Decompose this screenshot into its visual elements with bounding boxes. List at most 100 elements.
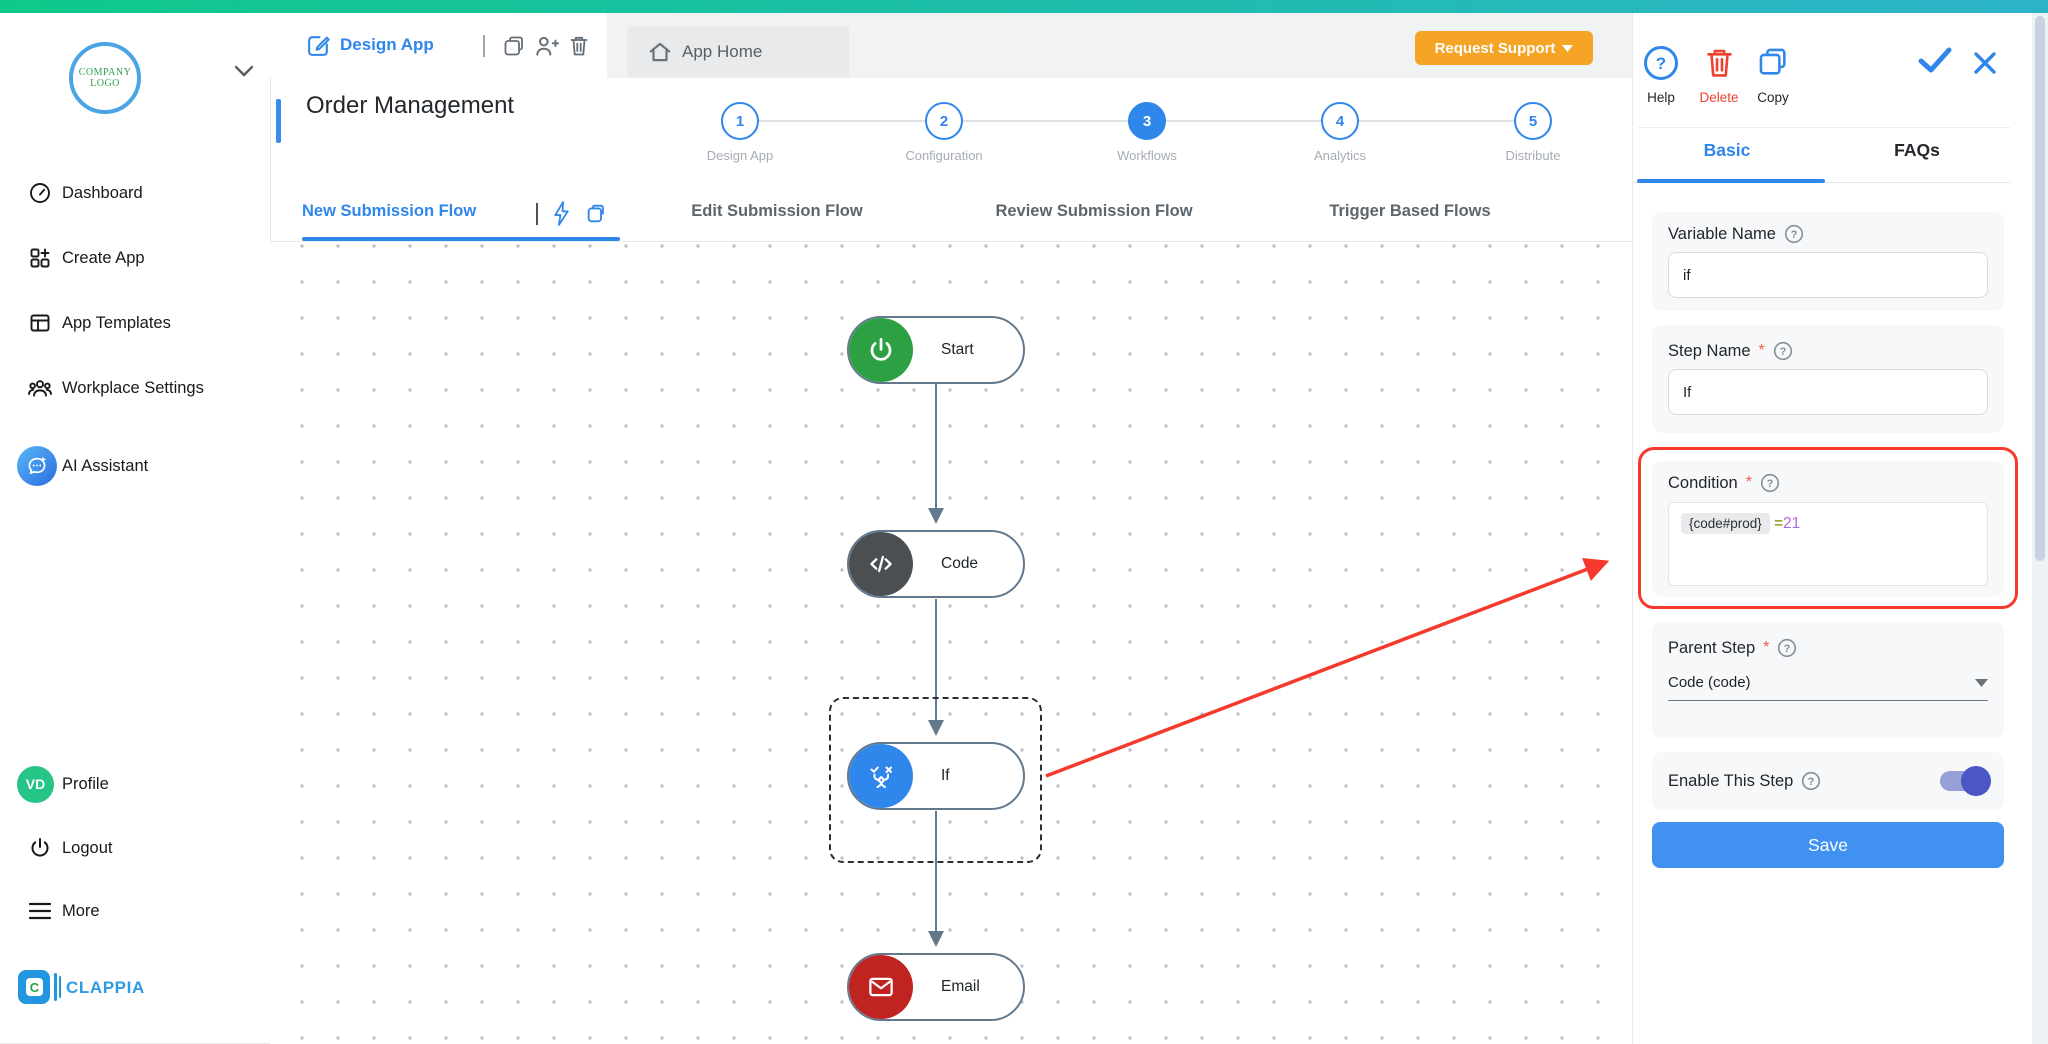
tab-new-submission-flow[interactable]: New Submission Flow: [302, 202, 477, 220]
field-help-icon[interactable]: ?: [1801, 771, 1821, 791]
tab-faqs[interactable]: FAQs: [1894, 140, 1940, 160]
lightning-icon[interactable]: [552, 201, 571, 226]
step-number: 5: [1528, 112, 1538, 130]
field-help-icon[interactable]: ?: [1773, 341, 1793, 361]
field-help-icon[interactable]: ?: [1760, 473, 1780, 493]
tab-trigger-based-flows[interactable]: Trigger Based Flows: [1329, 202, 1491, 220]
confirm-check-icon[interactable]: [1918, 46, 1952, 74]
node-label: If: [941, 767, 950, 784]
request-support-label: Request Support: [1434, 39, 1556, 57]
tab-review-submission-flow[interactable]: Review Submission Flow: [995, 202, 1193, 220]
step-label: Configuration: [905, 148, 983, 163]
stepper-step-5[interactable]: 5: [1514, 102, 1552, 140]
delete-step-icon[interactable]: [1702, 45, 1737, 81]
node-label: Email: [941, 978, 980, 995]
variable-name-input[interactable]: [1668, 252, 1988, 298]
node-email[interactable]: Email: [847, 953, 1025, 1021]
help-label: Help: [1647, 90, 1675, 105]
variable-name-card: Variable Name ?: [1652, 212, 2004, 311]
node-selection-box: [829, 697, 1042, 863]
node-start[interactable]: Start: [847, 316, 1025, 384]
condition-card: Condition * ? {code#prod} =21: [1652, 461, 2004, 597]
enable-step-toggle[interactable]: [1940, 766, 1991, 796]
delete-label: Delete: [1699, 90, 1739, 105]
parent-step-label: Parent Step: [1668, 638, 1756, 657]
avatar-initials: VD: [25, 776, 46, 792]
sidebar-item-more[interactable]: More: [0, 889, 270, 933]
sidebar-item-label: Logout: [62, 838, 113, 857]
branch-condition-icon: [849, 744, 913, 808]
envelope-icon: [849, 955, 913, 1019]
required-asterisk: *: [1763, 639, 1770, 656]
flow-tabs-bottom-border: [270, 241, 1632, 242]
flow-tab-divider: [536, 203, 538, 225]
step-name-input[interactable]: [1668, 369, 1988, 415]
parent-step-select[interactable]: Code (code): [1668, 674, 1988, 701]
help-icon[interactable]: ?: [1642, 44, 1680, 82]
field-help-icon[interactable]: ?: [1784, 224, 1804, 244]
field-help-icon[interactable]: ?: [1777, 638, 1797, 658]
sidebar-item-dashboard[interactable]: Dashboard: [0, 171, 270, 215]
design-app-label[interactable]: Design App: [340, 35, 434, 54]
workplace-settings-icon: [27, 375, 53, 401]
operator-token: =: [1774, 515, 1784, 532]
copy-step-icon[interactable]: [1756, 45, 1790, 79]
required-asterisk: *: [1745, 474, 1752, 491]
condition-expression-editor[interactable]: {code#prod} =21: [1668, 502, 1988, 586]
sidebar-item-profile[interactable]: VD Profile: [0, 758, 270, 810]
node-code[interactable]: Code: [847, 530, 1025, 598]
variable-name-label: Variable Name: [1668, 224, 1776, 243]
copy-flow-icon[interactable]: [585, 202, 607, 225]
toggle-thumb: [1961, 766, 1991, 796]
select-caret-icon: [1975, 678, 1988, 687]
step-name-card: Step Name * ?: [1652, 325, 2004, 433]
app-home-tab[interactable]: [627, 26, 849, 78]
step-number: 2: [939, 112, 949, 130]
clappia-brand[interactable]: C CLAPPIA: [0, 970, 270, 1010]
panel-header-divider: [1638, 127, 2010, 128]
sidebar-item-label: Create App: [62, 248, 145, 267]
stepper-step-4[interactable]: 4: [1321, 102, 1359, 140]
tab-basic[interactable]: Basic: [1703, 140, 1751, 160]
node-if[interactable]: If: [847, 742, 1025, 810]
close-icon[interactable]: [1972, 50, 1998, 76]
create-app-icon: [27, 245, 53, 271]
app-templates-icon: [27, 310, 53, 336]
save-button[interactable]: Save: [1652, 822, 2004, 868]
chevron-down-icon[interactable]: [234, 65, 254, 78]
stepper-step-2[interactable]: 2: [925, 102, 963, 140]
stepper-step-1[interactable]: 1: [721, 102, 759, 140]
sidebar-item-logout[interactable]: Logout: [0, 826, 270, 870]
question-glyph: ?: [1784, 643, 1791, 655]
sidebar: COMPANY LOGO Dashboard Create App App Te…: [0, 13, 271, 1044]
copy-label: Copy: [1757, 90, 1789, 105]
step-label: Analytics: [1313, 148, 1367, 163]
app-home-label: App Home: [682, 42, 763, 61]
question-glyph: ?: [1791, 229, 1798, 241]
step-name-label: Step Name: [1668, 341, 1751, 360]
enable-step-card: Enable This Step ?: [1652, 752, 2004, 810]
scrollbar-thumb[interactable]: [2035, 16, 2045, 561]
sidebar-item-app-templates[interactable]: App Templates: [0, 301, 270, 345]
clappia-logo-stripe: [59, 976, 61, 998]
field-token-chip[interactable]: {code#prod}: [1681, 513, 1770, 534]
enable-step-label: Enable This Step: [1668, 771, 1794, 790]
basic-tab-underline: [1637, 179, 1825, 183]
sidebar-item-ai-assistant[interactable]: AI Assistant: [0, 440, 270, 492]
delete-app-trash-icon[interactable]: [567, 33, 591, 59]
stepper-step-3-active[interactable]: 3: [1128, 102, 1166, 140]
share-app-person-plus-icon[interactable]: [533, 33, 559, 59]
request-support-button[interactable]: Request Support: [1415, 31, 1593, 65]
ai-assistant-icon: [17, 446, 57, 486]
company-logo[interactable]: COMPANY LOGO: [69, 42, 141, 114]
company-logo-line1: COMPANY: [78, 67, 132, 78]
sidebar-item-workplace-settings[interactable]: Workplace Settings: [0, 366, 270, 410]
sidebar-item-label: App Templates: [62, 313, 171, 332]
step-label: Distribute: [1505, 148, 1561, 163]
page-title: Order Management: [306, 92, 515, 119]
duplicate-app-icon[interactable]: [502, 34, 526, 58]
edit-pencil-icon[interactable]: [306, 33, 331, 58]
sidebar-item-create-app[interactable]: Create App: [0, 236, 270, 280]
tab-edit-submission-flow[interactable]: Edit Submission Flow: [691, 202, 863, 220]
